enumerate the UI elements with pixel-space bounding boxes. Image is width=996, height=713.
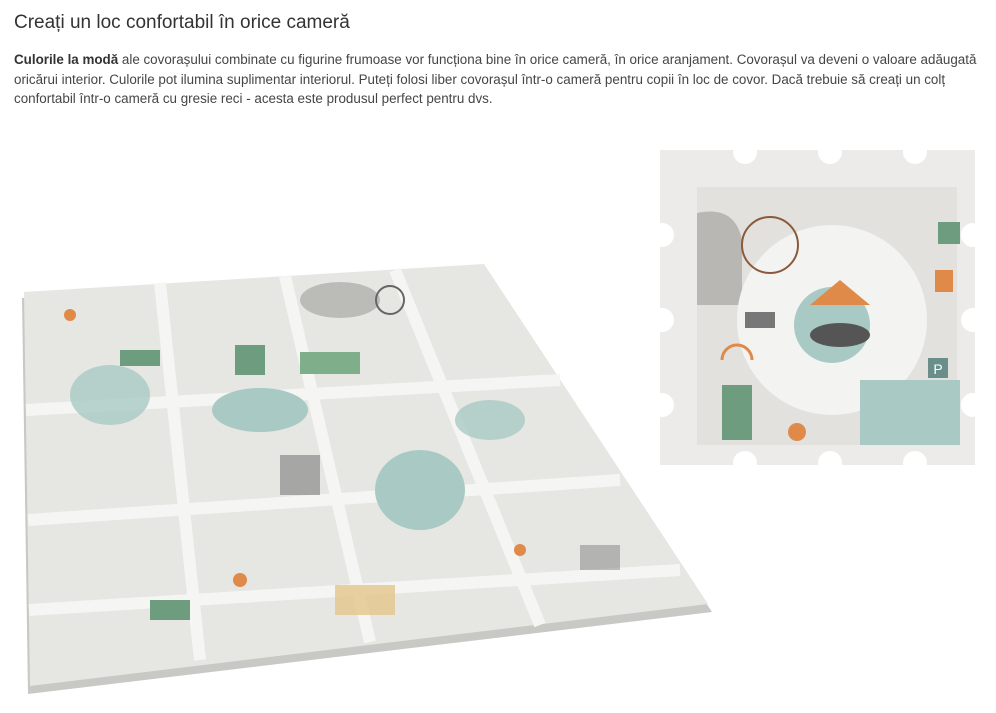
parking-sign: P [933,361,942,377]
description-text: ale covorașului combinate cu figurine fr… [14,52,977,106]
section-description: Culorile la modă ale covorașului combina… [14,50,989,109]
product-image: P [22,140,985,694]
play-mat [22,264,712,694]
description-bold: Culorile la modă [14,52,119,67]
puzzle-tile: P [650,140,985,475]
section-title: Creați un loc confortabil în orice camer… [14,12,350,33]
